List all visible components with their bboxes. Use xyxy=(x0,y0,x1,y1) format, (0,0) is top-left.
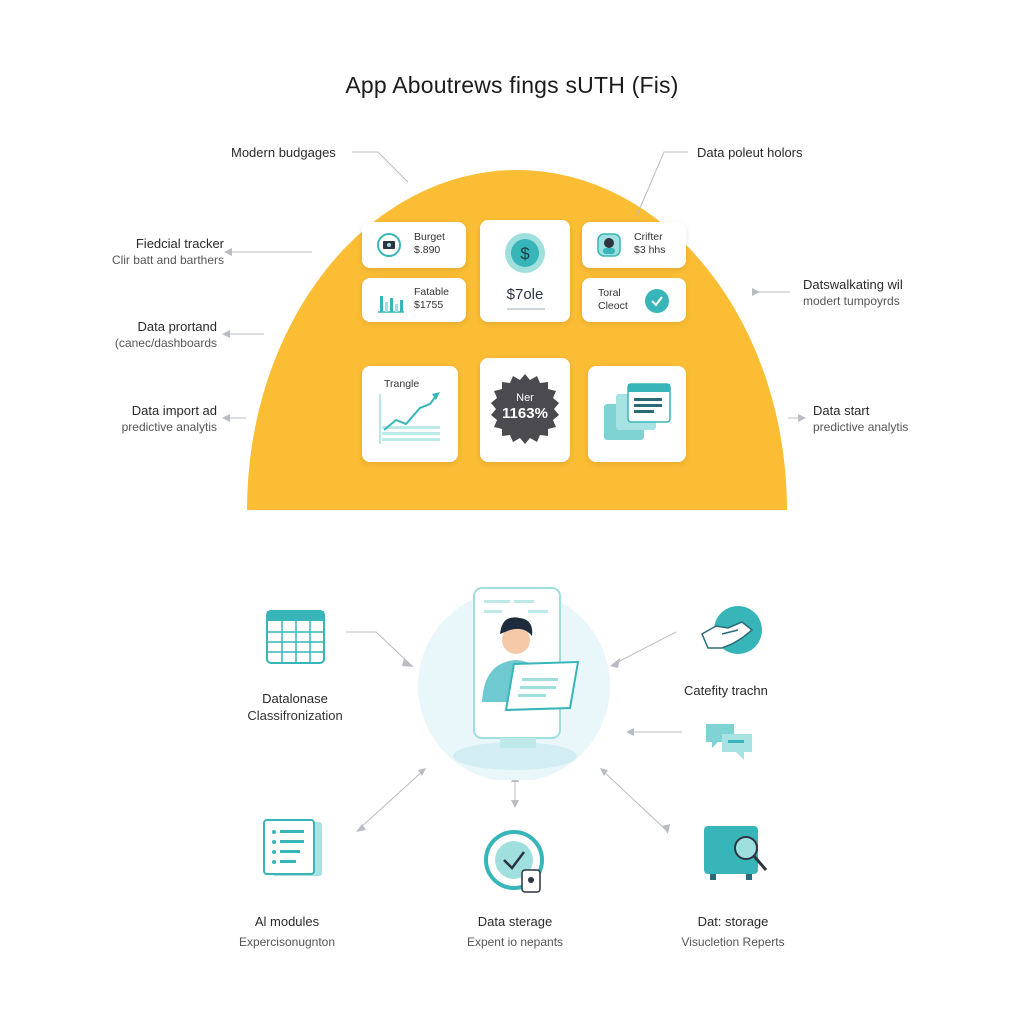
card-dollar-underline xyxy=(507,308,545,310)
dollar-coin-icon: $ xyxy=(505,233,545,273)
label-catefity: Catefity trachn xyxy=(684,683,768,698)
page-title: App Aboutrews fings sUTH (Fis) xyxy=(345,72,679,98)
label-data-prortand: Data prortand(canec/dashboards xyxy=(114,319,217,350)
bar-chart-icon xyxy=(378,296,404,313)
dollar-circle-icon xyxy=(377,233,401,257)
bottom-connectors xyxy=(346,631,682,834)
card-profile-text: Crifter$3 hhs xyxy=(634,231,666,256)
card-badge[interactable]: Ner 1163% xyxy=(480,358,570,462)
handshake-icon xyxy=(701,606,762,654)
spreadsheet-icon xyxy=(266,610,325,664)
clock-lock-icon xyxy=(484,830,544,893)
card-badge-value: 1163% xyxy=(502,405,548,422)
top-connectors xyxy=(222,151,806,422)
check-circle-icon xyxy=(645,289,669,313)
trend-up-icon xyxy=(379,392,440,444)
label-data-poleut-holors: Data poleut holors xyxy=(697,145,803,160)
card-badge-title: Ner xyxy=(516,392,534,404)
user-profile-icon xyxy=(597,233,621,257)
card-fatable[interactable]: Fatable$1755 xyxy=(362,278,466,322)
svg-text:$: $ xyxy=(520,244,530,263)
stacked-documents-icon xyxy=(604,383,671,440)
card-trend-title: Trangle xyxy=(384,378,420,390)
document-list-icon xyxy=(263,819,322,876)
seal-badge xyxy=(491,374,559,444)
monitor-search-icon xyxy=(704,826,768,880)
card-documents[interactable] xyxy=(588,366,686,462)
label-modern-budgages: Modern budgages xyxy=(231,145,336,160)
card-profile[interactable]: Crifter$3 hhs xyxy=(582,222,686,268)
person-with-laptop-illustration xyxy=(418,587,610,780)
card-budget-text: Burget$.890 xyxy=(414,231,445,256)
card-budget[interactable]: Burget$.890 xyxy=(362,222,466,268)
card-dollar-value: $7ole xyxy=(506,286,544,303)
card-trend[interactable]: Trangle xyxy=(362,366,458,462)
card-dollar[interactable]: $ $7ole xyxy=(480,220,570,322)
chat-bubbles-icon xyxy=(706,724,752,760)
card-fatable-text: Fatable$1755 xyxy=(414,286,450,311)
